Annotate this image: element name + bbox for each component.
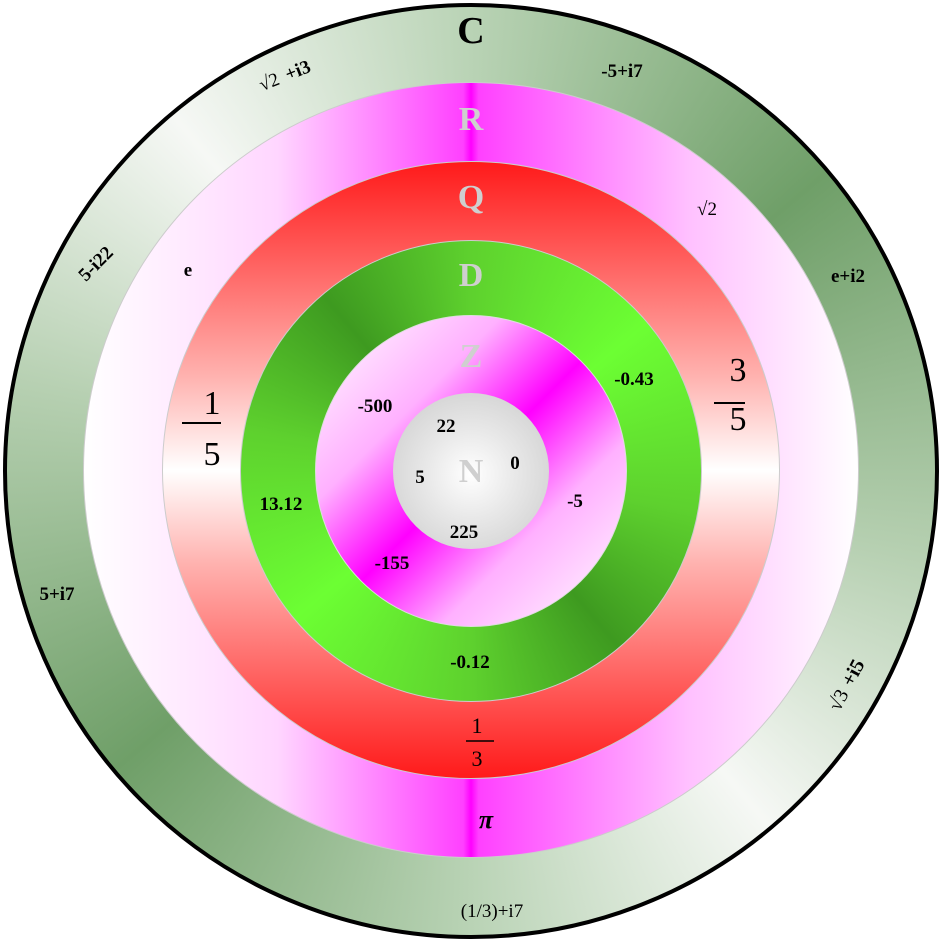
denominator: 5 [204,436,221,473]
integer-value: -155 [375,553,410,574]
complex-value: e+i2 [831,266,865,287]
integer-value: -500 [358,396,393,417]
set-label-q: Q [458,179,484,216]
complex-value-sqrt3-i5: √3 +i5 [824,656,869,715]
real-value-e: e [184,260,192,281]
natural-value: 225 [450,522,479,543]
natural-value: 0 [510,453,520,474]
decimal-value: -0.43 [614,369,654,390]
imag-part: +i5 [837,656,869,690]
numerator: 1 [472,713,483,738]
set-label-r: R [459,101,484,138]
natural-value: 22 [437,416,456,437]
set-label-d: D [459,257,484,294]
set-label-c: C [457,10,484,52]
numerator: 1 [204,385,221,422]
complex-value: (1/3)+i7 [461,901,523,922]
complex-value: -5+i7 [601,61,643,82]
decimal-value: 13.12 [260,494,303,515]
denominator: 5 [730,401,747,438]
sqrt-2: √2 [256,69,282,96]
complex-value: 5+i7 [39,584,75,605]
imag-part: +i3 [282,56,314,85]
set-label-n: N [459,453,484,490]
rational-one-third: 1 3 [466,713,494,771]
rational-neg-three-fifths: - 3 5 [714,352,747,438]
natural-value: 5 [415,467,425,488]
real-value-sqrt2: √2 [697,199,717,220]
natural-numbers-disc [393,393,549,549]
sqrt-3: √3 [824,686,853,715]
set-label-z: Z [460,338,483,375]
decimal-value: -0.12 [450,652,490,673]
integer-value: -5 [567,491,583,512]
real-value-pi: π [479,805,494,834]
numerator: 3 [730,352,747,389]
complex-value: 5-i22 [75,243,118,286]
complex-value-sqrt2-i3: √2 +i3 [256,56,314,96]
rational-neg-one-fifth: - 1 5 [182,385,221,473]
denominator: 3 [472,746,483,771]
